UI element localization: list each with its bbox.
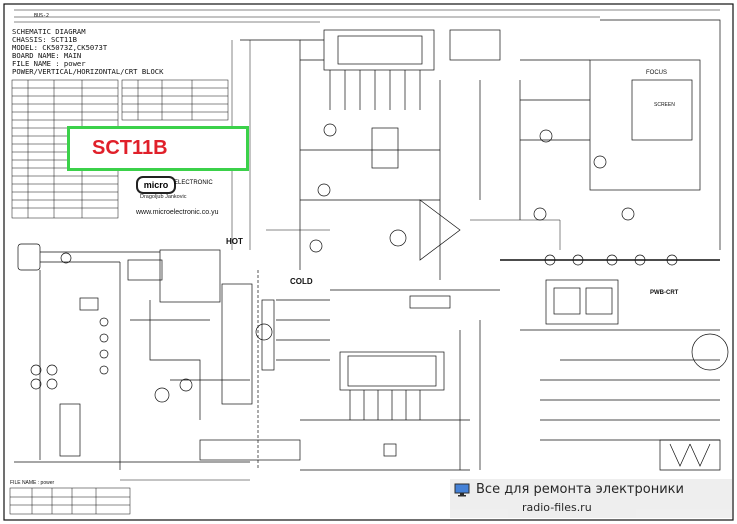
power-transformer	[199, 270, 330, 470]
horizontal-ic	[300, 289, 500, 471]
header-line-2: CHASSIS: SCT11B	[12, 35, 77, 44]
cold-label: COLD	[290, 277, 313, 286]
file-name-label: FILE NAME : power	[10, 480, 55, 486]
header-line-5: FILE NAME : power	[12, 59, 86, 68]
pwb-crt-label: PWB-CRT	[650, 290, 679, 296]
mains-input	[14, 243, 250, 470]
website-url: www.microelectronic.co.yu	[136, 209, 219, 216]
header-line-3: MODEL: CK5073Z,CK5073T	[12, 43, 108, 52]
screen-label: SCREEN	[654, 102, 675, 108]
company-logo: micro ELECTRONIC Dragoljub Jankovic	[136, 176, 240, 220]
sheet-border	[3, 3, 734, 521]
site-banner[interactable]: Все для ремонта электроники radio-files.…	[450, 479, 732, 518]
bus-label: BUS-2	[34, 13, 50, 19]
footer-table	[9, 487, 131, 515]
banner-title: Все для ремонта электроники	[476, 482, 684, 497]
header-line-6: POWER/VERTICAL/HORIZONTAL/CRT BLOCK	[12, 67, 164, 76]
header-line-4: BOARD NAME: MAIN	[12, 51, 82, 60]
chassis-badge-text: SCT11B	[92, 137, 168, 159]
logo-author: Dragoljub Jankovic	[140, 194, 187, 200]
hot-label: HOT	[226, 237, 243, 246]
focus-label: FOCUS	[646, 70, 667, 76]
header-line-1: SCHEMATIC DIAGRAM	[12, 27, 86, 36]
crt-section	[500, 19, 729, 471]
vertical-ic	[240, 29, 521, 280]
chassis-badge: SCT11B	[67, 126, 249, 171]
logo-subtitle: ELECTRONIC	[174, 180, 213, 186]
logo-mark: micro	[136, 176, 176, 194]
banner-link[interactable]: radio-files.ru	[522, 501, 592, 514]
monitor-icon	[454, 483, 470, 497]
